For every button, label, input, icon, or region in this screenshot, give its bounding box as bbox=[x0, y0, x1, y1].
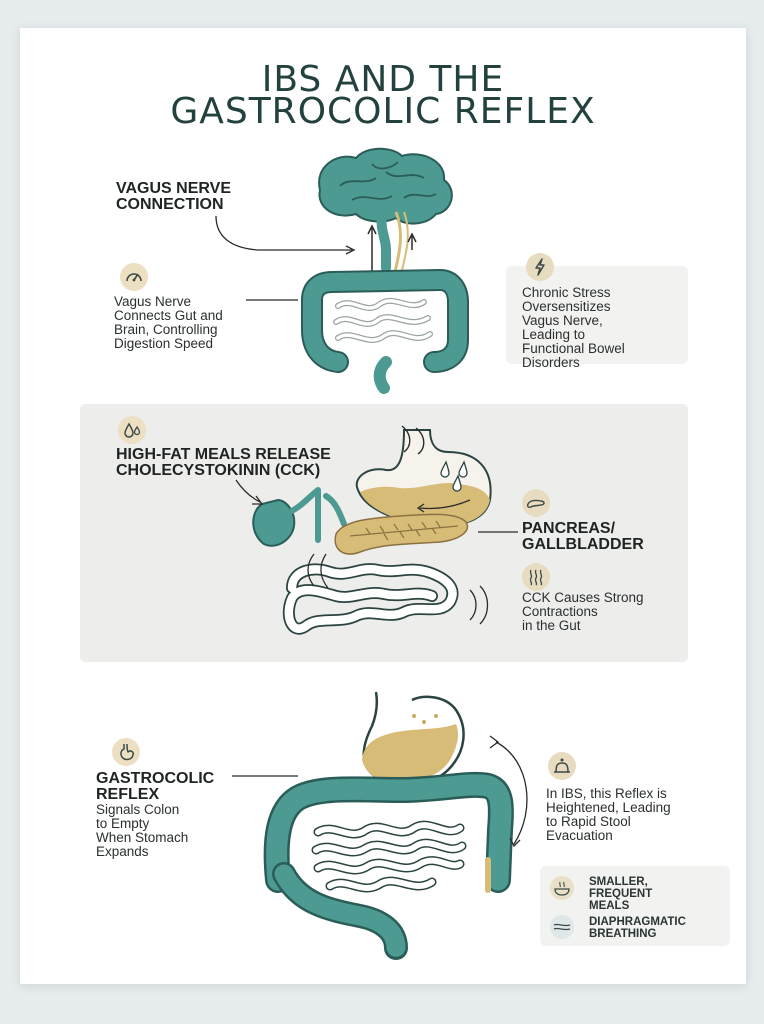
cck-heading-line-2: CHOLECYSTOKININ (CCK) bbox=[116, 462, 321, 479]
pancreas-label-line-1: PANCREAS/ bbox=[522, 520, 616, 537]
reflex-left-text-1: Signals Colon bbox=[96, 802, 180, 817]
gauge-icon bbox=[120, 263, 148, 291]
reflex-left-text-2: to Empty bbox=[96, 816, 150, 831]
tip-meals-line-2: FREQUENT bbox=[589, 888, 653, 900]
reflex-right-text-1: In IBS, this Reflex is bbox=[546, 786, 667, 801]
colon-icon bbox=[548, 752, 576, 780]
vagus-left-text-3: Brain, Controlling bbox=[114, 322, 218, 337]
stomach-icon bbox=[112, 738, 140, 766]
vagus-heading-line-1: VAGUS NERVE bbox=[116, 180, 231, 197]
pancreas-label-line-2: GALLBLADDER bbox=[522, 536, 644, 553]
stress-info-box bbox=[506, 266, 688, 364]
cck-text-3: in the Gut bbox=[522, 618, 581, 633]
bowl-icon bbox=[550, 876, 574, 900]
pancreas-icon bbox=[522, 489, 550, 517]
tip-breathing-line-2: BREATHING bbox=[589, 928, 657, 940]
title-line-1: IBS AND THE bbox=[261, 59, 505, 100]
brain-illustration bbox=[215, 147, 453, 292]
tip-meals-line-1: SMALLER, bbox=[589, 876, 648, 888]
stress-text-3: Vagus Nerve, bbox=[522, 313, 603, 328]
stress-text-6: Disorders bbox=[522, 355, 580, 370]
title-line-2: GASTROCOLIC REFLEX bbox=[170, 91, 596, 132]
stress-text-5: Functional Bowel bbox=[522, 341, 625, 356]
tip-meals-line-3: MEALS bbox=[589, 900, 630, 912]
droplet-icon bbox=[118, 416, 146, 444]
wave-icon bbox=[522, 563, 550, 591]
tip-breathing-line-1: DIAPHRAGMATIC bbox=[589, 916, 686, 928]
reflex-right-text-4: Evacuation bbox=[546, 828, 613, 843]
lightning-icon bbox=[526, 253, 554, 281]
reflex-right-text-3: to Rapid Stool bbox=[546, 814, 631, 829]
stress-text-1: Chronic Stress bbox=[522, 285, 611, 300]
digestive-illustration bbox=[235, 425, 518, 635]
cck-text-2: Contractions bbox=[522, 604, 598, 619]
reflex-illustration bbox=[232, 691, 528, 960]
reflex-heading-line-2: REFLEX bbox=[96, 786, 160, 803]
reflex-left-text-4: Expands bbox=[96, 844, 149, 859]
reflex-left-text-3: When Stomach bbox=[96, 830, 189, 845]
vagus-heading-line-2: CONNECTION bbox=[116, 196, 224, 213]
cck-heading-line-1: HIGH-FAT MEALS RELEASE bbox=[116, 446, 331, 463]
reflex-heading-line-1: GASTROCOLIC bbox=[96, 770, 215, 787]
vagus-left-text-2: Connects Gut and bbox=[114, 308, 223, 323]
stress-text-4: Leading to bbox=[522, 327, 586, 342]
vagus-left-text-4: Digestion Speed bbox=[114, 336, 214, 351]
reflex-right-text-2: Heightened, Leading bbox=[546, 800, 671, 815]
vagus-left-text-1: Vagus Nerve bbox=[114, 294, 192, 309]
breath-icon bbox=[550, 915, 574, 939]
stress-text-2: Oversensitizes bbox=[522, 299, 611, 314]
cck-text-1: CCK Causes Strong bbox=[522, 590, 644, 605]
colon-illustration-1 bbox=[246, 268, 469, 394]
